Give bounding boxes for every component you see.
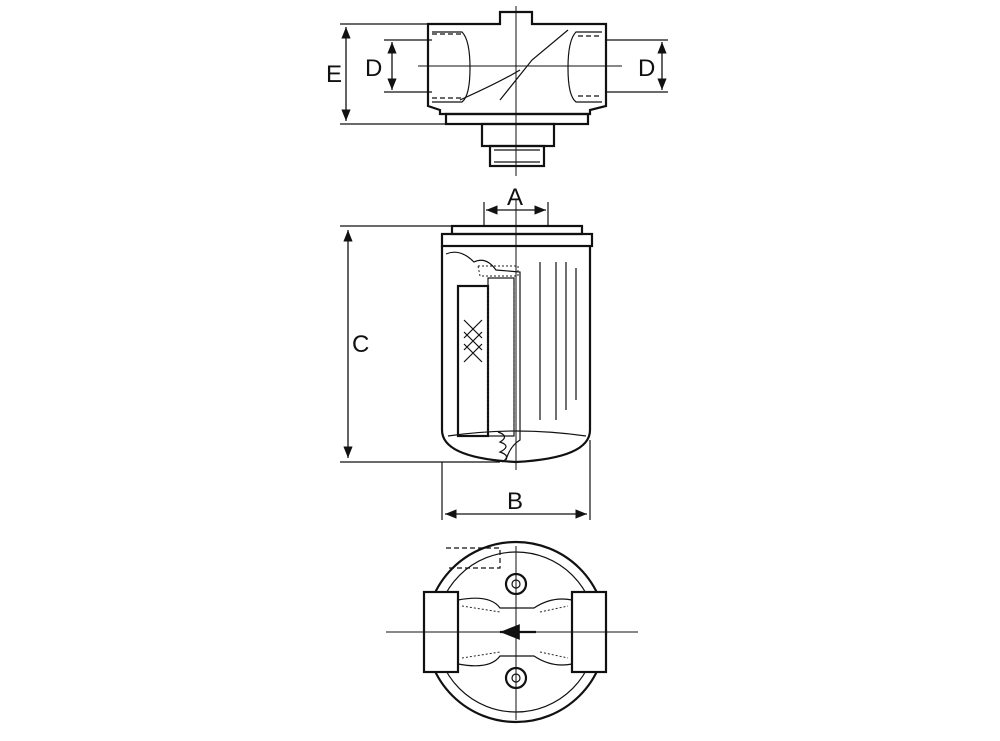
dimension-c: C xyxy=(343,230,369,458)
filter-bowl-side-view xyxy=(340,200,594,520)
label-c: C xyxy=(352,331,369,358)
filter-head-top-view xyxy=(386,540,638,724)
dimension-d-left: D xyxy=(365,42,397,90)
dimension-d-right: D xyxy=(638,42,667,90)
label-a: A xyxy=(507,184,523,211)
label-e: E xyxy=(326,61,342,88)
label-d-right: D xyxy=(638,55,655,82)
dimension-e: E xyxy=(326,27,351,121)
dimension-a: A xyxy=(486,184,546,215)
filter-head-side-view xyxy=(340,6,668,176)
label-d-left: D xyxy=(365,55,382,82)
filter-mesh xyxy=(463,319,483,363)
dimension-b: B xyxy=(445,488,587,519)
label-b: B xyxy=(507,488,523,515)
